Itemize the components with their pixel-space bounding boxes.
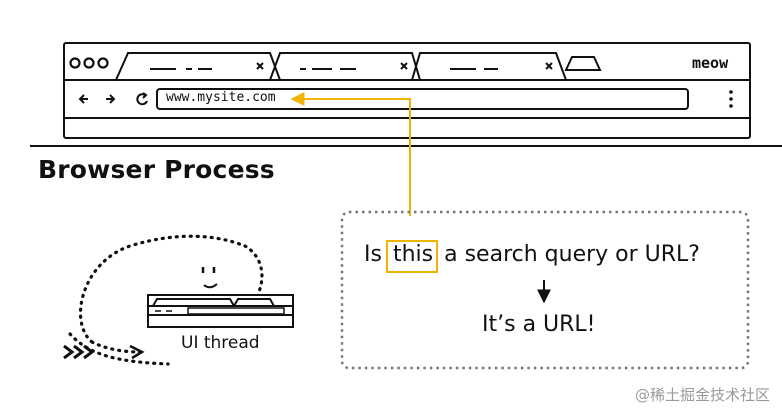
browser-brand-label: meow	[692, 54, 729, 72]
close-icon	[400, 62, 408, 70]
address-bar[interactable]	[156, 88, 689, 110]
tab-3	[411, 52, 567, 81]
ui-thread-character	[63, 234, 264, 366]
highlighted-word: this	[392, 242, 434, 267]
highlight-box	[386, 240, 438, 273]
thread-label: UI thread	[181, 333, 260, 353]
window-controls[interactable]	[69, 57, 109, 69]
question-text: Is this a search query or URL?	[364, 242, 700, 267]
answer-text: It’s a URL!	[482, 312, 596, 337]
back-arrow-icon	[78, 94, 88, 104]
reload-arrowhead	[142, 92, 148, 99]
question-prefix: Is	[364, 242, 382, 267]
address-bar-text[interactable]: www.mysite.com	[166, 90, 276, 105]
tab-2	[269, 52, 421, 81]
close-icon	[256, 62, 264, 70]
new-tab-button	[564, 56, 602, 71]
close-icon	[545, 62, 553, 70]
tab-1	[115, 52, 281, 81]
tab-close-icons[interactable]	[256, 62, 553, 70]
reload-icon	[136, 93, 148, 106]
forward-arrow-icon	[106, 94, 116, 104]
url-connector-arrow	[290, 92, 411, 216]
ui-thread-bubble	[340, 210, 750, 370]
tab-strip[interactable]	[115, 52, 602, 81]
question-suffix: a search query or URL?	[444, 242, 700, 267]
section-title: Browser Process	[38, 155, 275, 184]
mini-browser-icon	[147, 294, 294, 328]
source-credit: @稀土掘金技术社区	[634, 386, 770, 404]
menu-icon[interactable]	[729, 90, 733, 108]
nav-icons[interactable]	[78, 92, 148, 106]
browser-window	[63, 42, 751, 139]
